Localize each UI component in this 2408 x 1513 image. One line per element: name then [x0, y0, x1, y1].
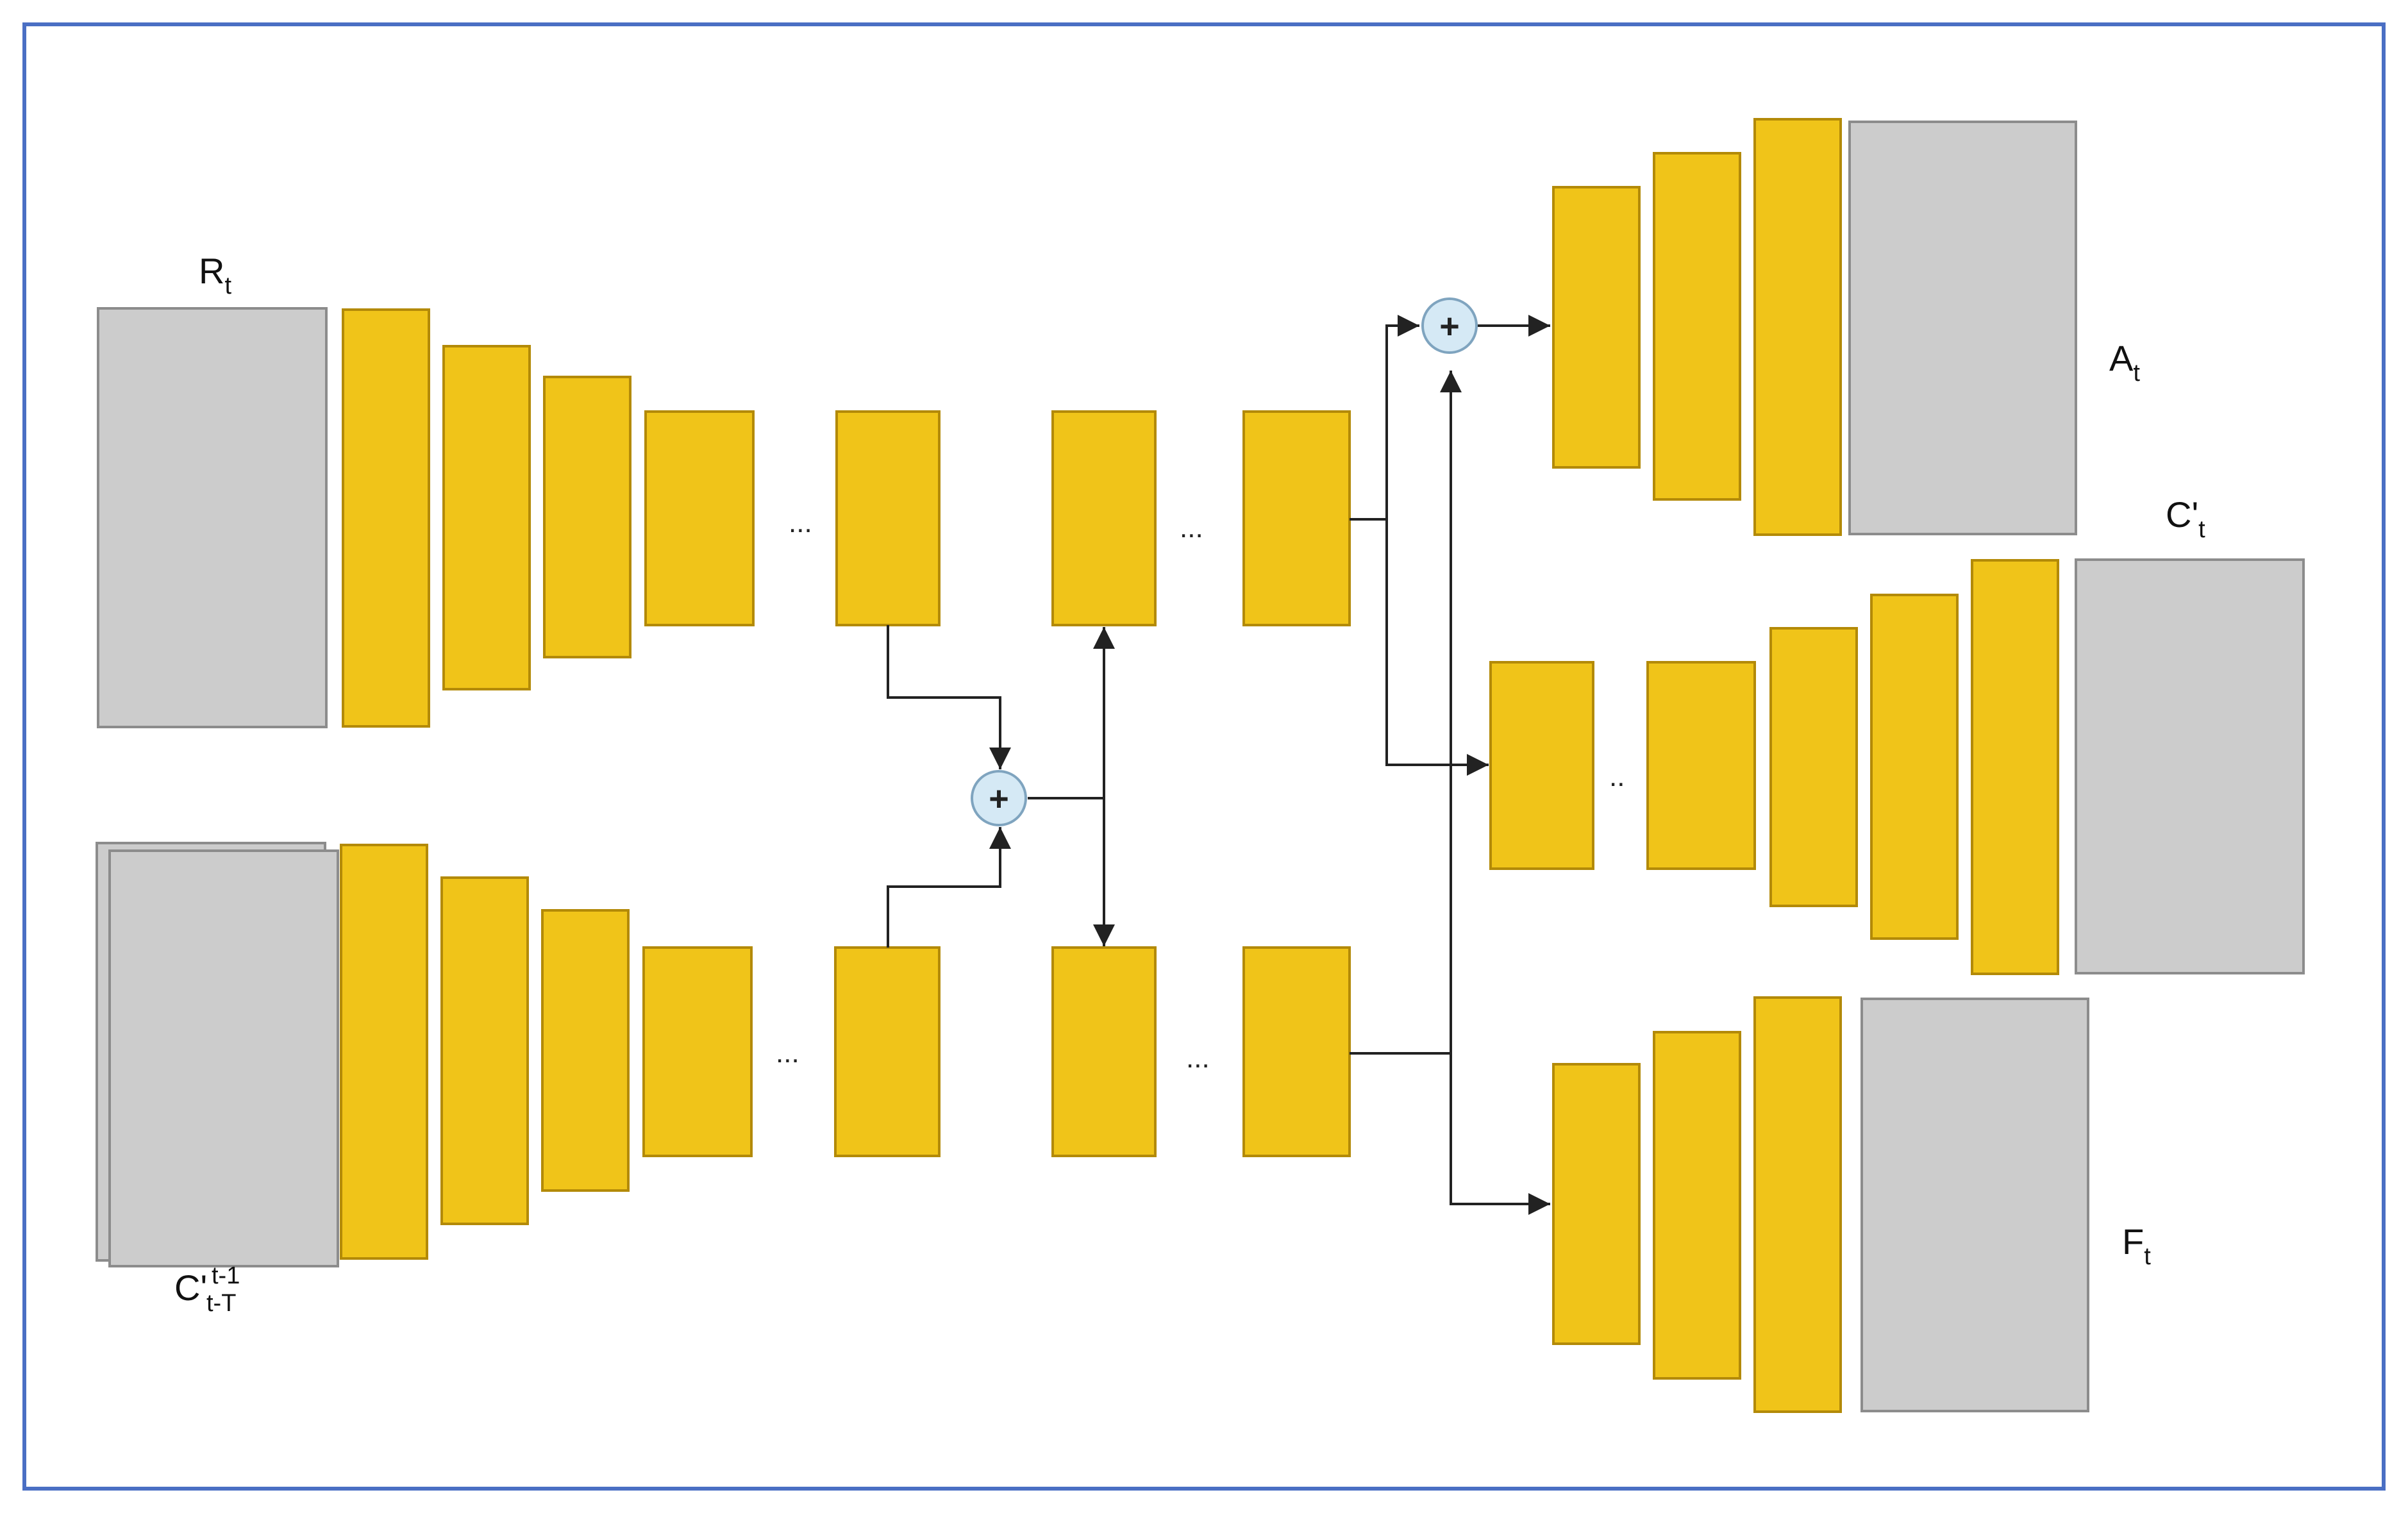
sum-node-right: + [1421, 297, 1478, 354]
ellipsis-top-middle: ... [1180, 512, 1203, 544]
cout-branch-layer-5 [1971, 559, 2059, 975]
cout-branch-layer-2 [1646, 661, 1756, 870]
encoder-bottom-layer-3 [541, 909, 630, 1192]
cout-branch-layer-1 [1489, 661, 1594, 870]
link-top-decoder-to-cout-branch [1385, 519, 1489, 776]
label-cout: C't [2166, 494, 2205, 543]
output-map-cout [2075, 558, 2305, 974]
sum-node-middle: + [971, 770, 1027, 826]
at-branch-layer-2 [1653, 152, 1741, 501]
input-map-rt [97, 307, 328, 728]
ellipsis-cout-branch: .. [1609, 761, 1625, 792]
encoder-top-layer-2 [442, 345, 531, 690]
ellipsis-bottom-encoder: ... [776, 1037, 799, 1069]
decoder-top-layer-2 [1242, 410, 1351, 626]
cout-branch-layer-3 [1769, 627, 1858, 907]
ft-branch-layer-1 [1552, 1063, 1641, 1345]
cout-branch-layer-4 [1870, 594, 1959, 940]
label-rt: Rt [199, 251, 231, 299]
label-cin-sup: t-1 [212, 1262, 240, 1289]
link-bottom-to-sum [887, 827, 1011, 948]
label-cin: C' [174, 1267, 207, 1308]
at-branch-layer-1 [1552, 186, 1641, 469]
link-top-decoder-to-sum-right [1385, 315, 1419, 519]
link-bottom-decoder-to-ft-branch [1450, 1053, 1550, 1215]
at-branch-layer-3 [1753, 118, 1842, 536]
output-map-ft [1860, 998, 2089, 1412]
svg-text:+: + [1439, 307, 1460, 346]
ft-branch-layer-2 [1653, 1031, 1741, 1380]
label-at: At [2109, 338, 2140, 387]
link-top-to-sum [887, 625, 1011, 769]
encoder-top-layer-4 [644, 410, 755, 626]
encoder-top-layer-5 [835, 410, 941, 626]
encoder-top-layer-1 [342, 308, 430, 728]
label-cin-sub: t-T [206, 1290, 236, 1317]
output-map-at [1848, 121, 2077, 535]
ellipsis-top-encoder: ... [789, 507, 812, 539]
ellipsis-bottom-middle: ... [1186, 1042, 1210, 1074]
encoder-bottom-layer-5 [834, 946, 941, 1157]
encoder-bottom-layer-4 [642, 946, 753, 1157]
encoder-bottom-layer-2 [440, 876, 529, 1225]
encoder-bottom-layer-1 [340, 844, 428, 1260]
diagram-frame [22, 22, 2386, 1491]
ft-branch-layer-3 [1753, 996, 1842, 1413]
svg-text:+: + [989, 780, 1009, 818]
input-map-cin-front [108, 849, 339, 1267]
decoder-top-layer-1 [1051, 410, 1157, 626]
encoder-top-layer-3 [543, 376, 631, 658]
decoder-bottom-layer-2 [1242, 946, 1351, 1157]
decoder-bottom-layer-1 [1051, 946, 1157, 1157]
label-ft: Ft [2122, 1221, 2151, 1270]
